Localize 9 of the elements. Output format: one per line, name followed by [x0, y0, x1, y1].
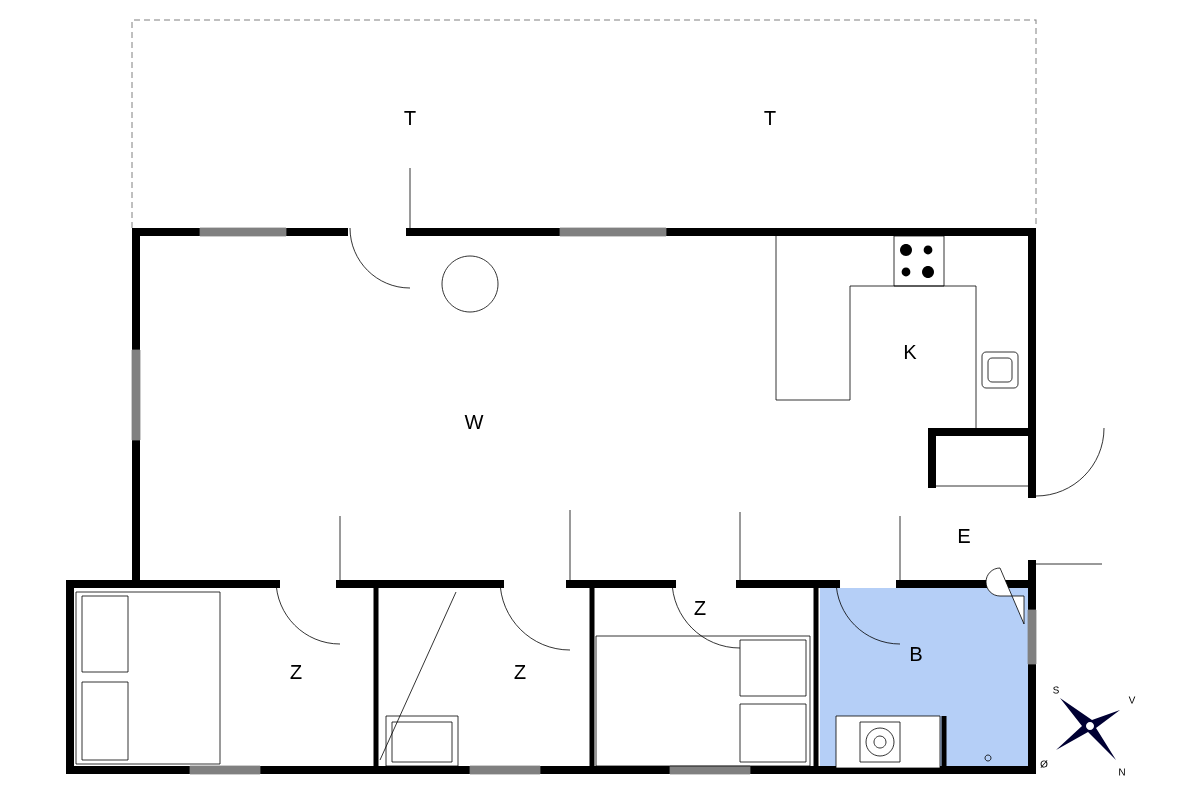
room-label: W	[464, 415, 484, 429]
room-label: B	[910, 647, 922, 661]
room-label: Z	[290, 665, 302, 679]
room-label: E	[958, 529, 970, 543]
room-label: Z	[694, 601, 706, 615]
room-label: T	[404, 111, 416, 125]
room-label: K	[904, 345, 917, 359]
room-label: T	[764, 111, 776, 125]
room-label: Z	[514, 665, 526, 679]
